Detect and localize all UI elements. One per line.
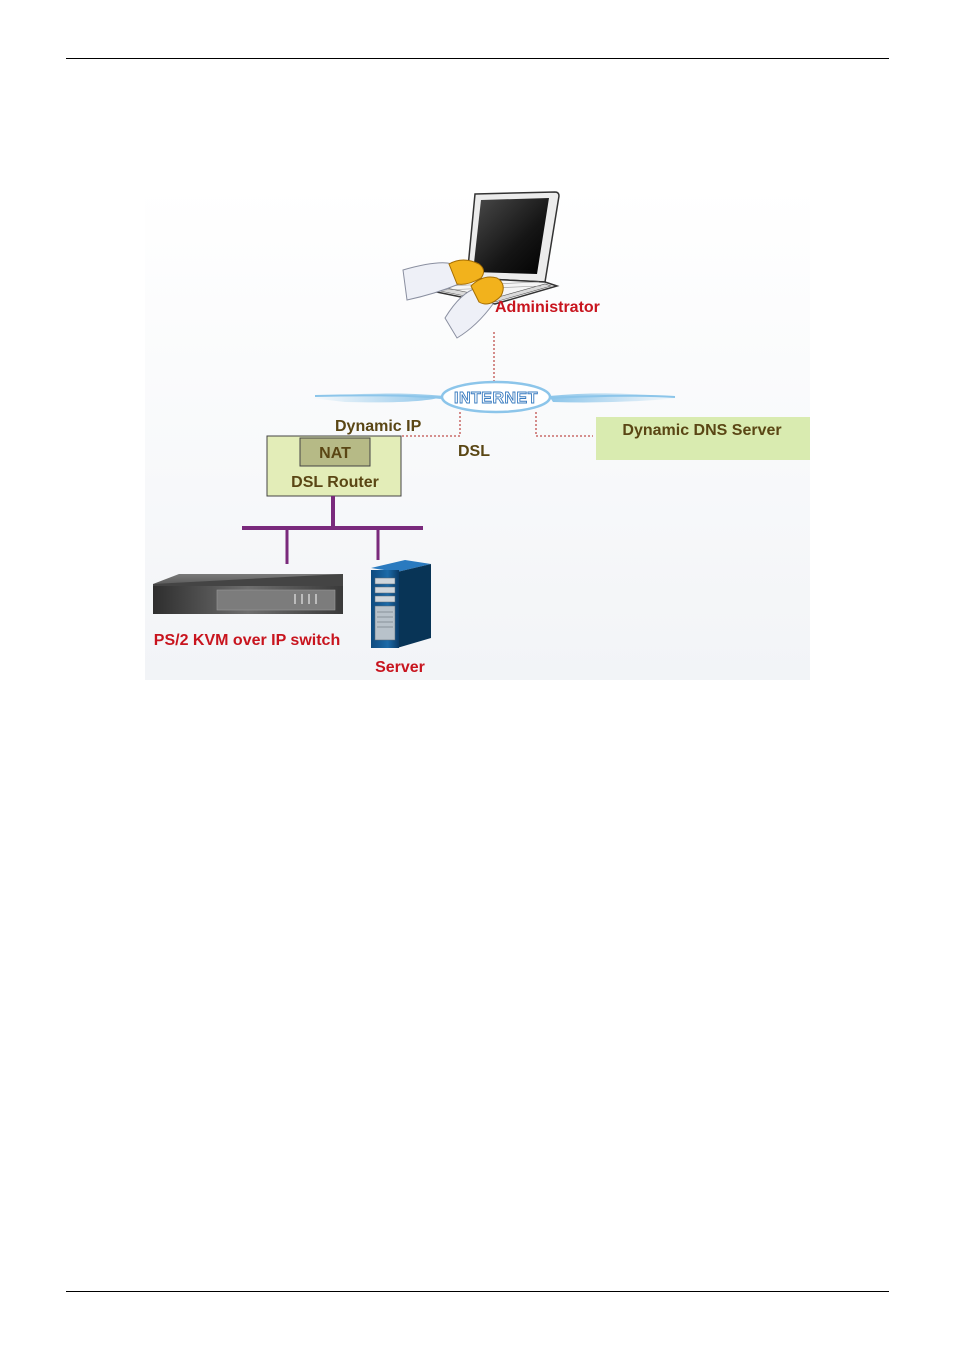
- dsl-label: DSL: [458, 443, 490, 460]
- footer-rule: [66, 1291, 889, 1292]
- network-diagram: Administrator INTERNET Dynamic IP DSL Dy…: [145, 186, 810, 680]
- administrator-label: Administrator: [495, 299, 600, 316]
- nat-label: NAT: [319, 445, 351, 462]
- dynamic-ip-label: Dynamic IP: [335, 418, 422, 435]
- kvm-switch-icon: [153, 574, 343, 614]
- dns-server-label: Dynamic DNS Server: [622, 422, 781, 439]
- kvm-switch-label: PS/2 KVM over IP switch: [154, 632, 340, 649]
- server-label: Server: [375, 659, 425, 676]
- header-rule: [66, 58, 889, 59]
- dsl-router-label: DSL Router: [291, 474, 379, 491]
- server-icon: [371, 560, 431, 648]
- internet-label: INTERNET: [454, 390, 538, 407]
